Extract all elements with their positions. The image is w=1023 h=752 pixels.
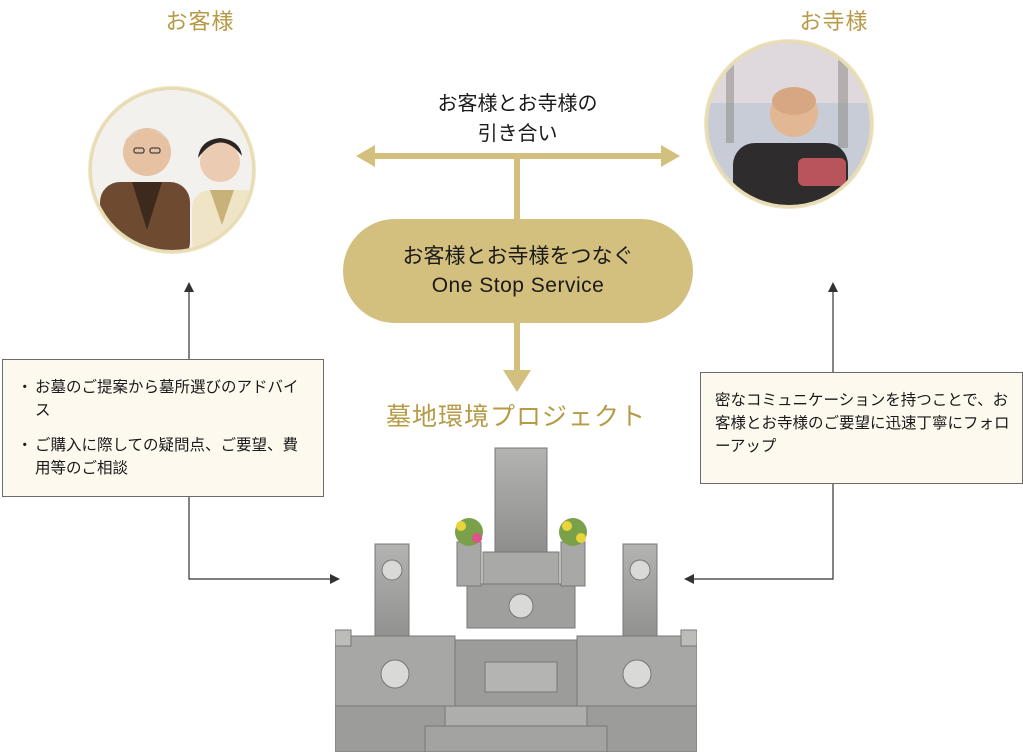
customer-support-item: ご購入に際しての疑問点、ご要望、費用等のご相談	[17, 434, 311, 480]
customer-title: お客様	[165, 10, 235, 35]
introduction-line-2: 引き合い	[477, 121, 558, 145]
right-flow-arrow-left	[684, 574, 694, 584]
temple-support-text: 密なコミュニケーションを持つことで、お客様とお寺様のご要望に迅速丁寧にフォローア…	[715, 391, 1010, 455]
temple-support-box: 密なコミュニケーションを持つことで、お客様とお寺様のご要望に迅速丁寧にフォローア…	[700, 372, 1023, 484]
customer-couple-illustration	[92, 90, 252, 250]
gravestone-illustration	[335, 447, 697, 752]
service-line-2: One Stop Service	[431, 274, 605, 297]
customer-support-box: お墓のご提案から墓所選びのアドバイス ご購入に際しての疑問点、ご要望、費用等のご…	[2, 359, 324, 497]
customer-photo	[89, 87, 255, 253]
left-up-arrow-head	[184, 282, 194, 292]
project-title: 墓地環境プロジェクト	[385, 402, 646, 431]
service-line-1: お客様とお寺様をつなぐ	[402, 244, 634, 268]
right-up-arrow-head	[828, 282, 838, 292]
one-stop-service-pill: お客様とお寺様をつなぐ One Stop Service	[343, 219, 693, 323]
temple-photo	[705, 40, 873, 208]
introduction-label: お客様とお寺様の 引き合い	[385, 88, 650, 148]
left-flow-arrow-right	[330, 574, 340, 584]
customer-support-item: お墓のご提案から墓所選びのアドバイス	[17, 376, 311, 422]
temple-title: お寺様	[799, 10, 869, 35]
right-flow-line	[692, 484, 834, 580]
gold-arrow-right-head	[661, 145, 680, 167]
gold-down-arrow-head	[503, 370, 531, 392]
gold-arrow-left-head	[356, 145, 375, 167]
customer-support-list: お墓のご提案から墓所選びのアドバイス ご購入に際しての疑問点、ご要望、費用等のご…	[17, 376, 311, 480]
left-flow-line	[188, 497, 332, 580]
introduction-line-1: お客様とお寺様の	[437, 91, 598, 115]
